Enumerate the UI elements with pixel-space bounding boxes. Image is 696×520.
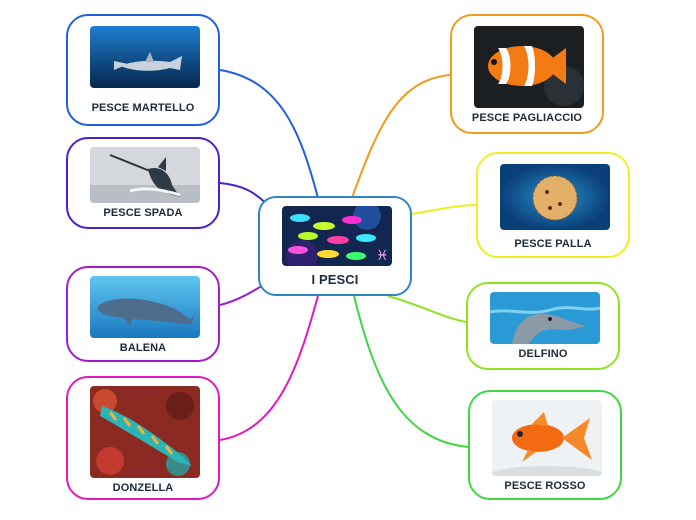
link-rosso: [353, 295, 469, 448]
clownfish-image: [474, 26, 584, 108]
label-delfino: DELFINO: [518, 348, 568, 360]
label-pesce-spada: PESCE SPADA: [103, 207, 183, 219]
label-donzella: DONZELLA: [112, 482, 174, 494]
neon-fish-image: ♓: [282, 206, 392, 266]
center-node[interactable]: ♓ I PESCI: [258, 196, 412, 296]
swordfish-image: [90, 147, 200, 203]
wrasse-image: [90, 386, 200, 478]
node-balena[interactable]: BALENA: [66, 266, 220, 362]
link-pagliaccio: [351, 74, 451, 199]
node-pesce-spada[interactable]: PESCE SPADA: [66, 137, 220, 229]
node-pesce-martello[interactable]: PESCE MARTELLO: [66, 14, 220, 126]
link-delfino: [387, 295, 467, 323]
label-pesce-pagliaccio: PESCE PAGLIACCIO: [471, 112, 583, 124]
label-balena: BALENA: [119, 342, 167, 354]
hammerhead-shark-image: [90, 26, 200, 88]
link-martello: [219, 69, 319, 199]
link-donzella: [219, 295, 319, 441]
dolphin-image: [490, 292, 600, 344]
svg-text:♓: ♓: [376, 248, 389, 264]
whale-image: [90, 276, 200, 338]
node-donzella[interactable]: DONZELLA: [66, 376, 220, 500]
node-pesce-palla[interactable]: PESCE PALLA: [476, 152, 630, 258]
node-pesce-rosso[interactable]: PESCE ROSSO: [468, 390, 622, 500]
label-pesce-martello: PESCE MARTELLO: [91, 102, 195, 114]
node-pesce-pagliaccio[interactable]: PESCE PAGLIACCIO: [450, 14, 604, 134]
center-label: I PESCI: [311, 272, 359, 287]
node-delfino[interactable]: DELFINO: [466, 282, 620, 370]
goldfish-image: [492, 400, 602, 476]
label-pesce-palla: PESCE PALLA: [514, 238, 592, 250]
pufferfish-image: [500, 164, 610, 230]
label-pesce-rosso: PESCE ROSSO: [504, 480, 586, 492]
link-palla: [409, 204, 477, 215]
